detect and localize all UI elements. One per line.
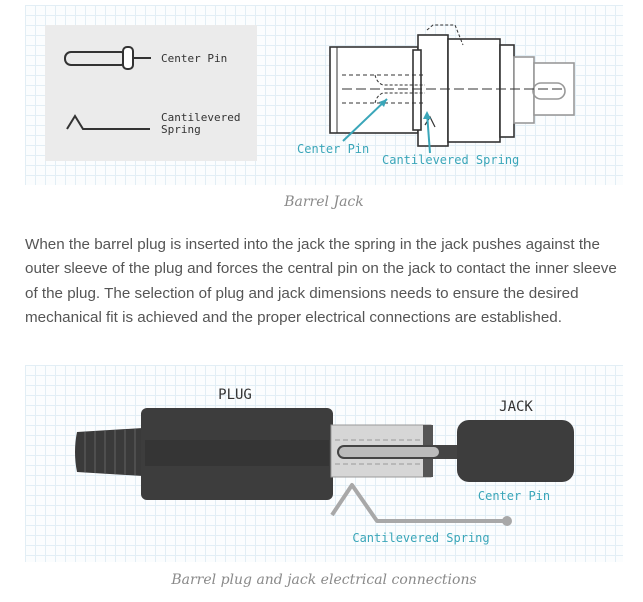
legend-center-pin-label: Center Pin [161, 52, 227, 65]
jack-label: JACK [499, 399, 533, 415]
callout-cantilevered-spring: Cantilevered Spring [382, 153, 519, 167]
center-pin-label: Center Pin [478, 489, 550, 503]
plug-jack-figure: PLUG JACK Center Pin Cantilevered Spring [25, 365, 623, 562]
jack-body [457, 420, 574, 482]
figure-caption: Barrel Jack [284, 194, 364, 210]
spring-arrowhead [423, 111, 431, 119]
plug-grip [75, 428, 143, 476]
barrel-jack-drawing: Center Pin Cantilevered Spring [45, 24, 575, 167]
plug-jack-drawing: PLUG JACK Center Pin Cantilevered Spring [75, 387, 574, 545]
spring-line [330, 483, 507, 523]
figure-caption-2: Barrel plug and jack electrical connecti… [171, 572, 477, 588]
spring-arrow [426, 112, 431, 154]
legend-spring-label-line2: Spring [161, 123, 201, 136]
body-paragraph: When the barrel plug is inserted into th… [25, 236, 617, 327]
grip-ridges [84, 429, 136, 475]
center-pin-symbol [64, 46, 151, 70]
legend-spring-label-line1: Cantilevered [161, 111, 240, 124]
spring-label: Cantilevered Spring [352, 531, 489, 545]
jack-body [329, 24, 575, 147]
spring-symbol [66, 114, 150, 130]
plug-label: PLUG [218, 387, 252, 403]
center-pin-arrow [342, 98, 388, 142]
legend-box [45, 25, 257, 161]
barrel-jack-figure: Center Pin Cantilevered Spring [25, 5, 623, 185]
center-pin-arrowhead [379, 99, 387, 107]
spring-end [502, 516, 512, 526]
callout-center-pin: Center Pin [297, 142, 369, 156]
